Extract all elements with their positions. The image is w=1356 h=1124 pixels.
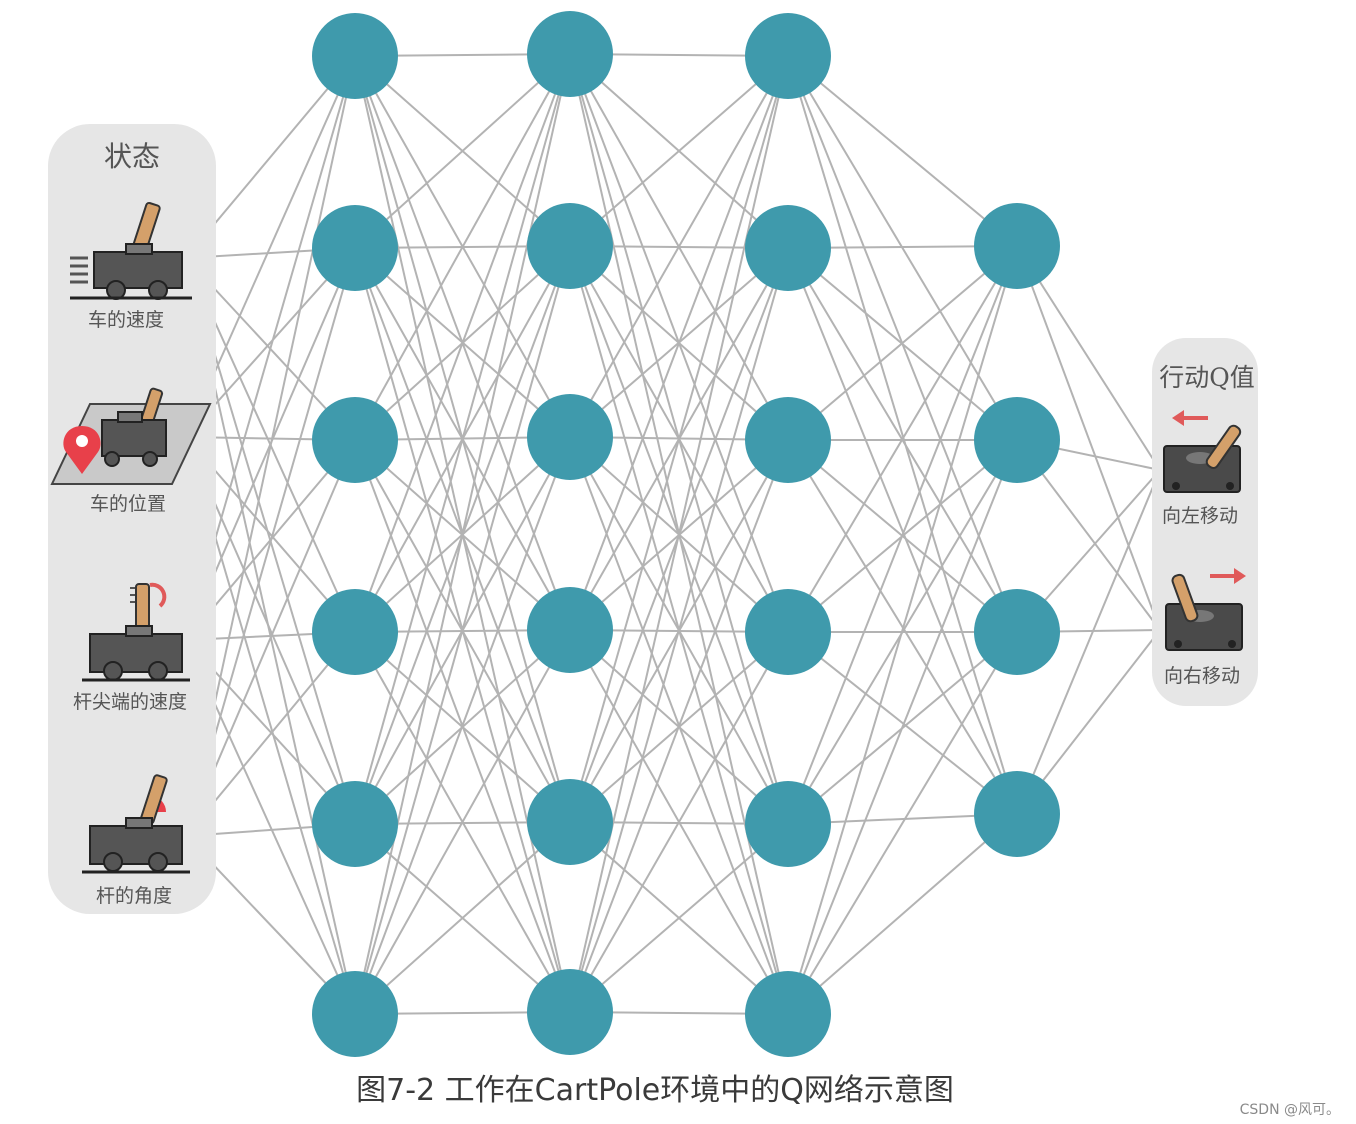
edge-l1-3-0 <box>354 53 571 633</box>
edge-l1-1-0 <box>354 53 571 249</box>
figure-caption: 图7-2 工作在CartPole环境中的Q网络示意图 <box>356 1073 954 1108</box>
edge-l3-0-3 <box>787 55 1018 815</box>
edge-l1-5-2 <box>354 436 571 1015</box>
watermark: CSDN @风可。 <box>1240 1102 1340 1118</box>
edge-l2-5-0 <box>569 55 789 1013</box>
edge-l1-5-4 <box>354 821 571 1015</box>
pole-tip-speed-icon <box>82 582 190 682</box>
output-label-move-left: 向左移动 <box>1162 505 1238 527</box>
edge-l3-5-1 <box>787 439 1018 1015</box>
neuron-layer3-1 <box>745 13 831 99</box>
edge-l1-5-3 <box>354 629 571 1015</box>
edge-l2-5-2 <box>569 439 789 1013</box>
neuron-layer1-2 <box>312 205 398 291</box>
output-panel: 行动Q值 向左移动 向右移动 <box>1152 338 1258 706</box>
edge-l4-0-1 <box>1016 245 1161 631</box>
cart-speed-icon <box>70 201 192 300</box>
neuron-layer1-3 <box>312 397 398 483</box>
edge-l3-3-0 <box>787 245 1018 633</box>
edge-l3-4-0 <box>787 245 1018 825</box>
neuron-layer3-5 <box>745 781 831 867</box>
edge-l2-5-3 <box>569 631 789 1013</box>
neuron-layer3-6 <box>745 971 831 1057</box>
neuron-layer3-3 <box>745 397 831 483</box>
input-panel: 状态 车的速度 车的位置 <box>48 124 216 914</box>
neuron-layer4-3 <box>974 589 1060 675</box>
edge-l3-2-0 <box>787 245 1018 441</box>
edge-l2-5-4 <box>569 823 789 1013</box>
edge-l4-3-0 <box>1016 469 1161 815</box>
neuron-layer1-6 <box>312 971 398 1057</box>
neuron-layer4-1 <box>974 203 1060 289</box>
pole-angle-icon <box>82 774 190 874</box>
cart-position-icon <box>50 387 212 485</box>
neuron-layer1-5 <box>312 781 398 867</box>
neuron-layer4-2 <box>974 397 1060 483</box>
neuron-layer2-4 <box>527 587 613 673</box>
neuron-layer2-3 <box>527 394 613 480</box>
neuron-layer4-4 <box>974 771 1060 857</box>
edge-l2-4-0 <box>569 55 789 823</box>
neuron-layer3-4 <box>745 589 831 675</box>
input-panel-background <box>48 124 216 914</box>
neuron-layer1-4 <box>312 589 398 675</box>
input-panel-title: 状态 <box>104 140 160 173</box>
input-label-cart-speed: 车的速度 <box>88 309 164 331</box>
edge-l3-5-0 <box>787 245 1018 1015</box>
edge-l2-1-0 <box>569 55 789 247</box>
input-label-cart-position: 车的位置 <box>90 493 166 515</box>
move-right-icon <box>1165 568 1246 651</box>
input-label-pole-tip-speed: 杆尖端的速度 <box>73 691 187 713</box>
output-panel-title: 行动Q值 <box>1159 363 1255 392</box>
edge-l1-2-0 <box>354 53 571 441</box>
edge-l1-4-0 <box>354 53 571 825</box>
network-edges <box>185 53 1161 1015</box>
edge-l3-5-2 <box>787 631 1018 1015</box>
move-left-icon <box>1163 410 1242 493</box>
neuron-layer2-5 <box>527 779 613 865</box>
edge-l3-5-3 <box>787 813 1018 1015</box>
edge-l2-2-0 <box>569 55 789 438</box>
input-label-pole-angle: 杆的角度 <box>96 885 172 907</box>
network-nodes <box>312 11 1060 1057</box>
edge-l4-0-0 <box>1016 245 1161 471</box>
edge-l3-3-3 <box>787 631 1018 815</box>
neuron-layer2-2 <box>527 203 613 289</box>
edge-l1-5-0 <box>354 53 571 1015</box>
edge-l3-1-3 <box>787 247 1018 815</box>
neuron-layer2-6 <box>527 969 613 1055</box>
edge-l2-3-0 <box>569 55 789 631</box>
edge-l3-0-0 <box>787 55 1018 247</box>
edge-l1-5-1 <box>354 245 571 1015</box>
neuron-layer2-1 <box>527 11 613 97</box>
neuron-layer1-1 <box>312 13 398 99</box>
edge-l2-5-1 <box>569 247 789 1013</box>
neuron-layer3-2 <box>745 205 831 291</box>
output-label-move-right: 向右移动 <box>1164 665 1240 687</box>
